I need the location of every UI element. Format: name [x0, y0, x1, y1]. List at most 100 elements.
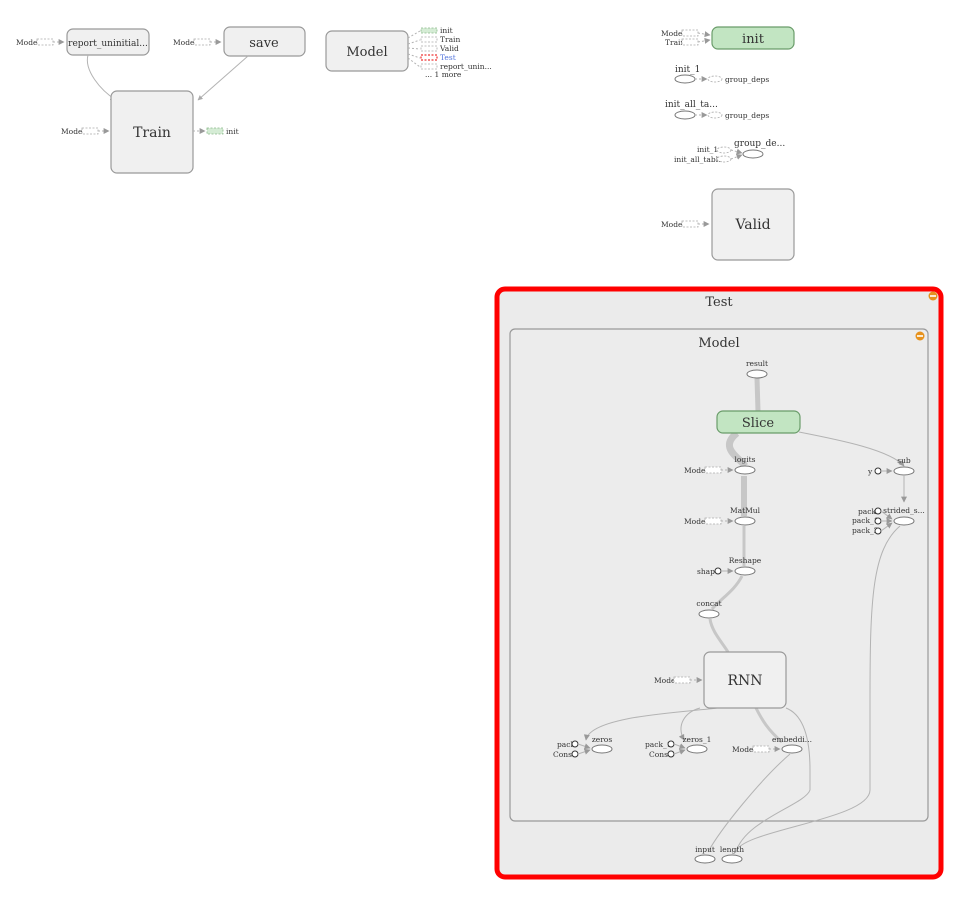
group-deps-ref[interactable]	[707, 75, 723, 83]
pack-1-label: pack_1	[852, 516, 879, 525]
model-ref-stub[interactable]	[704, 466, 722, 474]
result-label: result	[746, 359, 768, 368]
init-1-ref[interactable]	[716, 146, 732, 154]
model-output-label: report_unin...	[440, 62, 492, 71]
model-output-label: Test	[440, 53, 456, 62]
model-label: Model	[346, 45, 387, 60]
concat-label: concat	[696, 599, 721, 608]
const-node[interactable]	[667, 750, 675, 758]
strided-slice-node[interactable]	[893, 516, 915, 526]
pack-1-const-node[interactable]	[874, 517, 882, 525]
save-label: save	[249, 36, 279, 51]
test-out-stub[interactable]	[420, 54, 438, 61]
matmul-label: MatMul	[730, 506, 761, 515]
model-output-label: Valid	[439, 44, 459, 53]
model-output-label: Train	[440, 35, 460, 44]
init-ref-stub[interactable]	[206, 127, 224, 135]
input-label: input	[695, 845, 715, 854]
model-ref-stub[interactable]	[81, 127, 99, 135]
model-ref-stub[interactable]	[193, 38, 211, 46]
group-deps-group: group_de... init_1 init_all_tabl...	[674, 139, 785, 164]
sub-node[interactable]	[893, 466, 915, 476]
length-node[interactable]	[721, 854, 743, 864]
test-expanded-group: Test Model result Slice logits Model	[494, 286, 944, 880]
y-const-node[interactable]	[874, 467, 882, 475]
report-uninitialized-group: Model report_uninitial...	[16, 28, 150, 56]
sub-label: sub	[897, 456, 911, 465]
length-label: length	[720, 845, 744, 854]
model-output-label: ... 1 more	[425, 70, 462, 79]
train-ref-stub[interactable]	[681, 38, 699, 46]
valid-out-stub[interactable]	[420, 45, 438, 52]
save-group: Model save	[173, 26, 306, 57]
logits-label: logits	[735, 455, 756, 464]
rnn-label: RNN	[727, 673, 762, 689]
model-ref-stub[interactable]	[681, 29, 699, 37]
model-node[interactable]	[325, 30, 409, 72]
report-uninitialized-label: report_uninitial...	[68, 39, 148, 49]
reshape-label: Reshape	[729, 556, 762, 565]
train-node[interactable]	[110, 90, 194, 174]
slice-node[interactable]	[716, 410, 801, 434]
shape-const-node[interactable]	[714, 567, 722, 575]
valid-node[interactable]	[711, 188, 795, 261]
train-group: Model Train init	[61, 54, 249, 174]
pack-label: pack	[858, 507, 876, 516]
train-label: Train	[133, 125, 171, 141]
logits-node[interactable]	[734, 465, 756, 475]
model-ref-label: Model	[661, 220, 685, 229]
model-ref-label: Model	[16, 38, 40, 47]
input-node[interactable]	[694, 854, 716, 864]
report-out-stub[interactable]	[420, 63, 438, 70]
zeros-1-node[interactable]	[686, 744, 708, 754]
test-title: Test	[705, 295, 733, 310]
valid-group: Model Valid	[661, 188, 795, 261]
concat-node[interactable]	[698, 609, 720, 619]
init-all-tables-group: init_all_ta... group_deps	[665, 100, 769, 120]
model-ref-label: Model	[173, 38, 197, 47]
init-all-tables-node[interactable]	[674, 110, 696, 120]
group-deps-label: group_deps	[725, 75, 769, 84]
reshape-node[interactable]	[734, 566, 756, 576]
model-ref-label: Model	[684, 517, 708, 526]
model-ref-stub[interactable]	[681, 220, 699, 228]
train-out-stub[interactable]	[420, 36, 438, 43]
strided-slice-label: strided_s...	[883, 506, 925, 515]
model-ref-stub[interactable]	[673, 676, 691, 684]
slice-label: Slice	[742, 416, 775, 431]
pack-1-const-node[interactable]	[667, 740, 675, 748]
pack-const-node[interactable]	[571, 740, 579, 748]
const-node[interactable]	[571, 750, 579, 758]
init-1-group: init_1 group_deps	[674, 65, 769, 84]
init-1-node[interactable]	[674, 74, 696, 84]
embedding-node[interactable]	[781, 744, 803, 754]
init-group: Model Train init	[661, 26, 795, 50]
model-ref-stub[interactable]	[752, 745, 770, 753]
group-deps-ref[interactable]	[707, 111, 723, 119]
init-1-ref-label: init_1	[697, 145, 718, 154]
rnn-node[interactable]	[703, 651, 787, 709]
const-label: Const	[553, 750, 575, 759]
model-ref-stub[interactable]	[36, 38, 54, 46]
report-uninitialized-node[interactable]	[66, 28, 150, 56]
init-out-stub[interactable]	[420, 27, 438, 34]
init-all-tables-label: init_all_ta...	[665, 100, 718, 110]
pack-const-node[interactable]	[874, 507, 882, 515]
save-node[interactable]	[223, 26, 306, 57]
model-ref-stub[interactable]	[704, 517, 722, 525]
pack-1-label: pack_1	[645, 740, 672, 749]
init-node[interactable]	[711, 26, 795, 50]
pack-2-const-node[interactable]	[874, 527, 882, 535]
init-all-tabl-ref[interactable]	[716, 155, 732, 163]
model-ref-label: Model	[654, 676, 678, 685]
result-node[interactable]	[746, 369, 768, 379]
minus-icon	[930, 295, 936, 297]
matmul-node[interactable]	[734, 516, 756, 526]
const-label: Const	[649, 750, 671, 759]
test-model-container[interactable]	[509, 328, 929, 822]
zeros-node[interactable]	[591, 744, 613, 754]
shape-label: shape	[697, 567, 720, 576]
group-deps-node[interactable]	[742, 149, 764, 159]
zeros-1-label: zeros_1	[683, 735, 712, 744]
